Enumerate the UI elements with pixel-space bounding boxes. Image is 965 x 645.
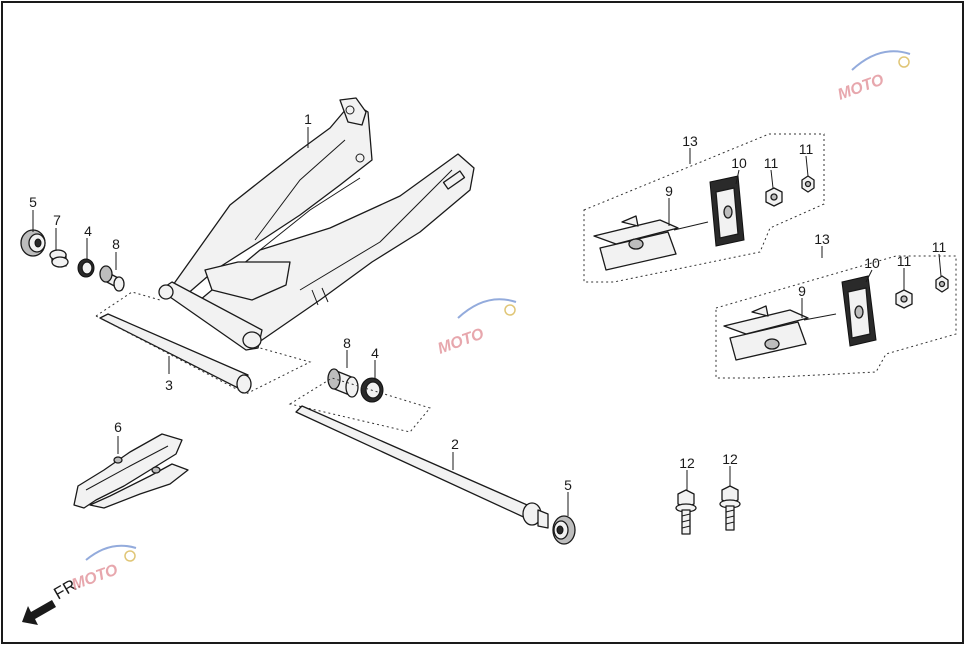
nut-11-upper-a <box>765 187 783 207</box>
watermark-text: MOTO <box>70 561 121 593</box>
bolt-12-a <box>675 489 697 535</box>
callout-9-upper: 9 <box>665 183 673 199</box>
bolt-12-b <box>719 485 741 531</box>
watermark-bottom-left: MOTO <box>70 544 137 594</box>
collar-5-left <box>20 229 46 257</box>
callout-2: 2 <box>451 436 459 452</box>
adjuster-plate-10-lower <box>841 275 877 347</box>
watermark-top-right: MOTO <box>836 50 911 104</box>
collar-5-right <box>552 515 576 545</box>
callout-4-right: 4 <box>371 345 379 361</box>
dash-guide-2 <box>288 377 431 433</box>
nut-11-lower-b <box>935 275 949 293</box>
nut-11-lower-a <box>895 289 913 309</box>
seal-4-left <box>77 258 95 278</box>
callout-10-upper: 10 <box>731 155 747 171</box>
chain-slider-6 <box>73 433 189 509</box>
callout-5-left: 5 <box>29 194 37 210</box>
callout-11-upper-a: 11 <box>764 155 779 171</box>
dash-guide-3a <box>95 291 161 317</box>
callout-3: 3 <box>165 377 173 393</box>
dash-guide-3b <box>95 315 312 395</box>
callout-1: 1 <box>304 111 312 127</box>
callout-labels: 1 2 3 4 4 5 5 6 7 8 8 9 9 10 10 11 11 11… <box>29 111 946 493</box>
callout-12-b: 12 <box>722 451 738 467</box>
callout-9-lower: 9 <box>798 283 806 299</box>
callout-8-left: 8 <box>112 236 120 252</box>
adjuster-9-upper <box>593 215 709 271</box>
callout-10-lower: 10 <box>864 255 880 271</box>
callout-11-lower-a: 11 <box>897 253 912 269</box>
callout-7: 7 <box>53 212 61 228</box>
watermark-text: MOTO <box>436 325 487 357</box>
callout-5-right: 5 <box>564 477 572 493</box>
leader-lines <box>32 127 942 516</box>
group-13-lower-outline <box>715 255 957 379</box>
pivot-bolt-2 <box>295 405 549 529</box>
callout-8-right: 8 <box>343 335 351 351</box>
bearing-8-right <box>327 368 359 398</box>
adjuster-plate-10-upper <box>709 175 745 247</box>
front-arrow-icon <box>22 600 56 625</box>
spacer-7 <box>49 249 69 268</box>
callout-4-left: 4 <box>84 223 92 239</box>
bearing-8-left <box>99 265 125 292</box>
callout-13-upper: 13 <box>682 133 698 149</box>
callout-11-upper-b: 11 <box>799 141 814 157</box>
watermark-text: MOTO <box>836 71 887 103</box>
adjuster-9-lower <box>723 305 837 361</box>
callout-11-lower-b: 11 <box>932 239 947 255</box>
nut-11-upper-b <box>801 175 815 193</box>
callout-13-lower: 13 <box>814 231 830 247</box>
callout-6: 6 <box>114 419 122 435</box>
swingarm <box>158 97 475 351</box>
watermark-center: MOTO <box>436 298 517 358</box>
callout-12-a: 12 <box>679 455 695 471</box>
